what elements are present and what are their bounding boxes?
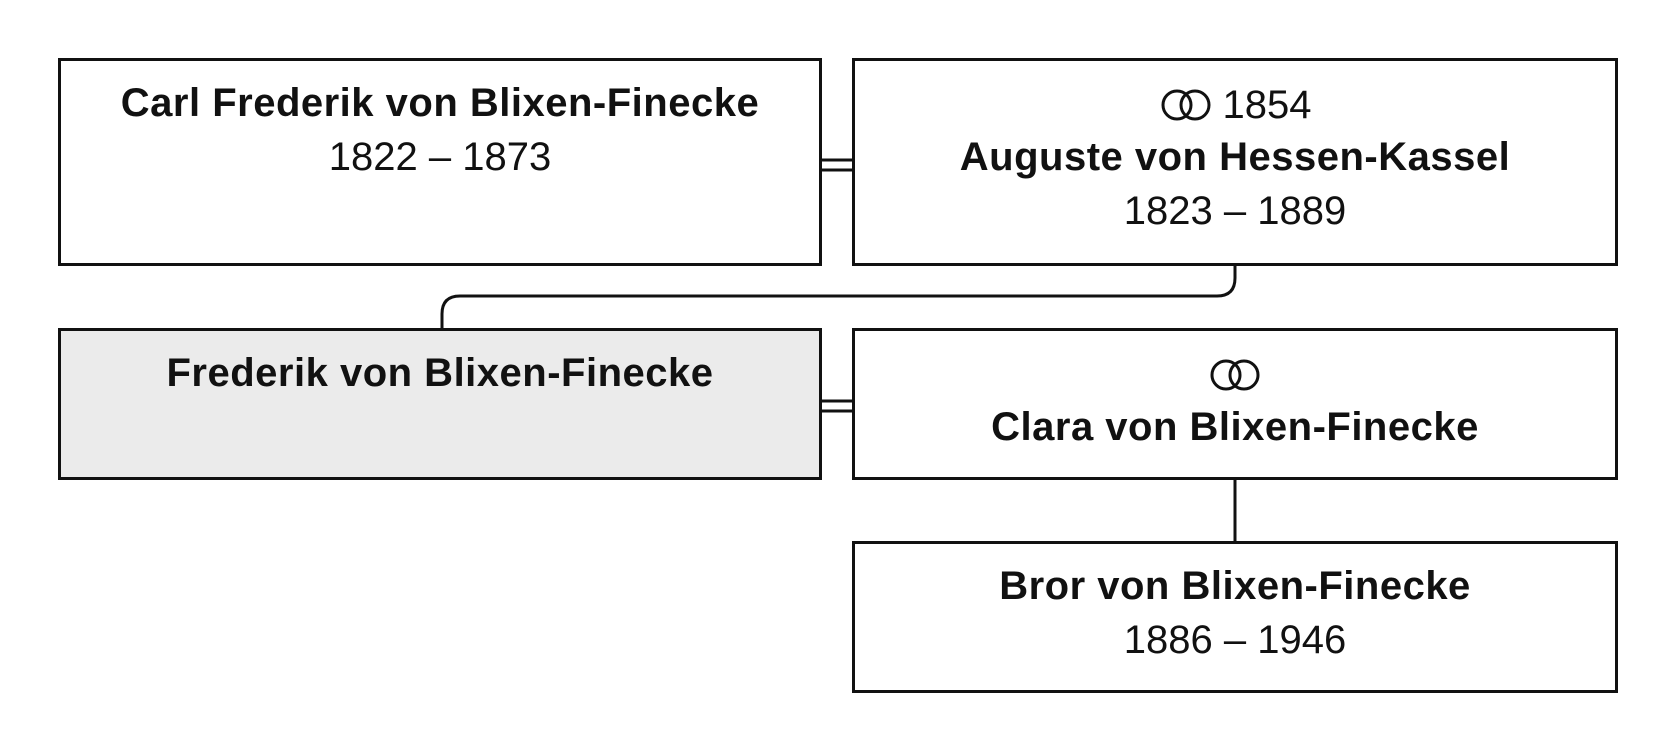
person-name: Auguste von Hessen-Kassel bbox=[959, 135, 1511, 179]
person-dates: 1823 – 1889 bbox=[1123, 189, 1347, 233]
person-box-child[interactable]: Bror von Blixen-Finecke 1886 – 1946 bbox=[852, 541, 1618, 693]
person-name: Bror von Blixen-Finecke bbox=[999, 564, 1471, 608]
marriage-info: 1854 bbox=[855, 83, 1615, 127]
person-box-father[interactable]: Carl Frederik von Blixen-Finecke 1822 – … bbox=[58, 58, 822, 266]
wedding-rings-icon bbox=[1208, 358, 1262, 392]
marriage-year: 1854 bbox=[1222, 83, 1312, 127]
person-dates: 1822 – 1873 bbox=[328, 135, 552, 179]
person-box-mother[interactable]: 1854 Auguste von Hessen-Kassel 1823 – 18… bbox=[852, 58, 1618, 266]
descent-connector-parents-to-focus bbox=[440, 266, 1237, 328]
person-dates: 1886 – 1946 bbox=[1123, 618, 1347, 662]
person-name: Clara von Blixen-Finecke bbox=[991, 405, 1479, 449]
person-name: Carl Frederik von Blixen-Finecke bbox=[120, 81, 760, 125]
person-name: Frederik von Blixen-Finecke bbox=[166, 351, 714, 395]
person-box-spouse[interactable]: Clara von Blixen-Finecke bbox=[852, 328, 1618, 480]
wedding-rings-icon bbox=[1159, 88, 1213, 122]
person-box-focus[interactable]: Frederik von Blixen-Finecke bbox=[58, 328, 822, 480]
marriage-info bbox=[855, 353, 1615, 397]
